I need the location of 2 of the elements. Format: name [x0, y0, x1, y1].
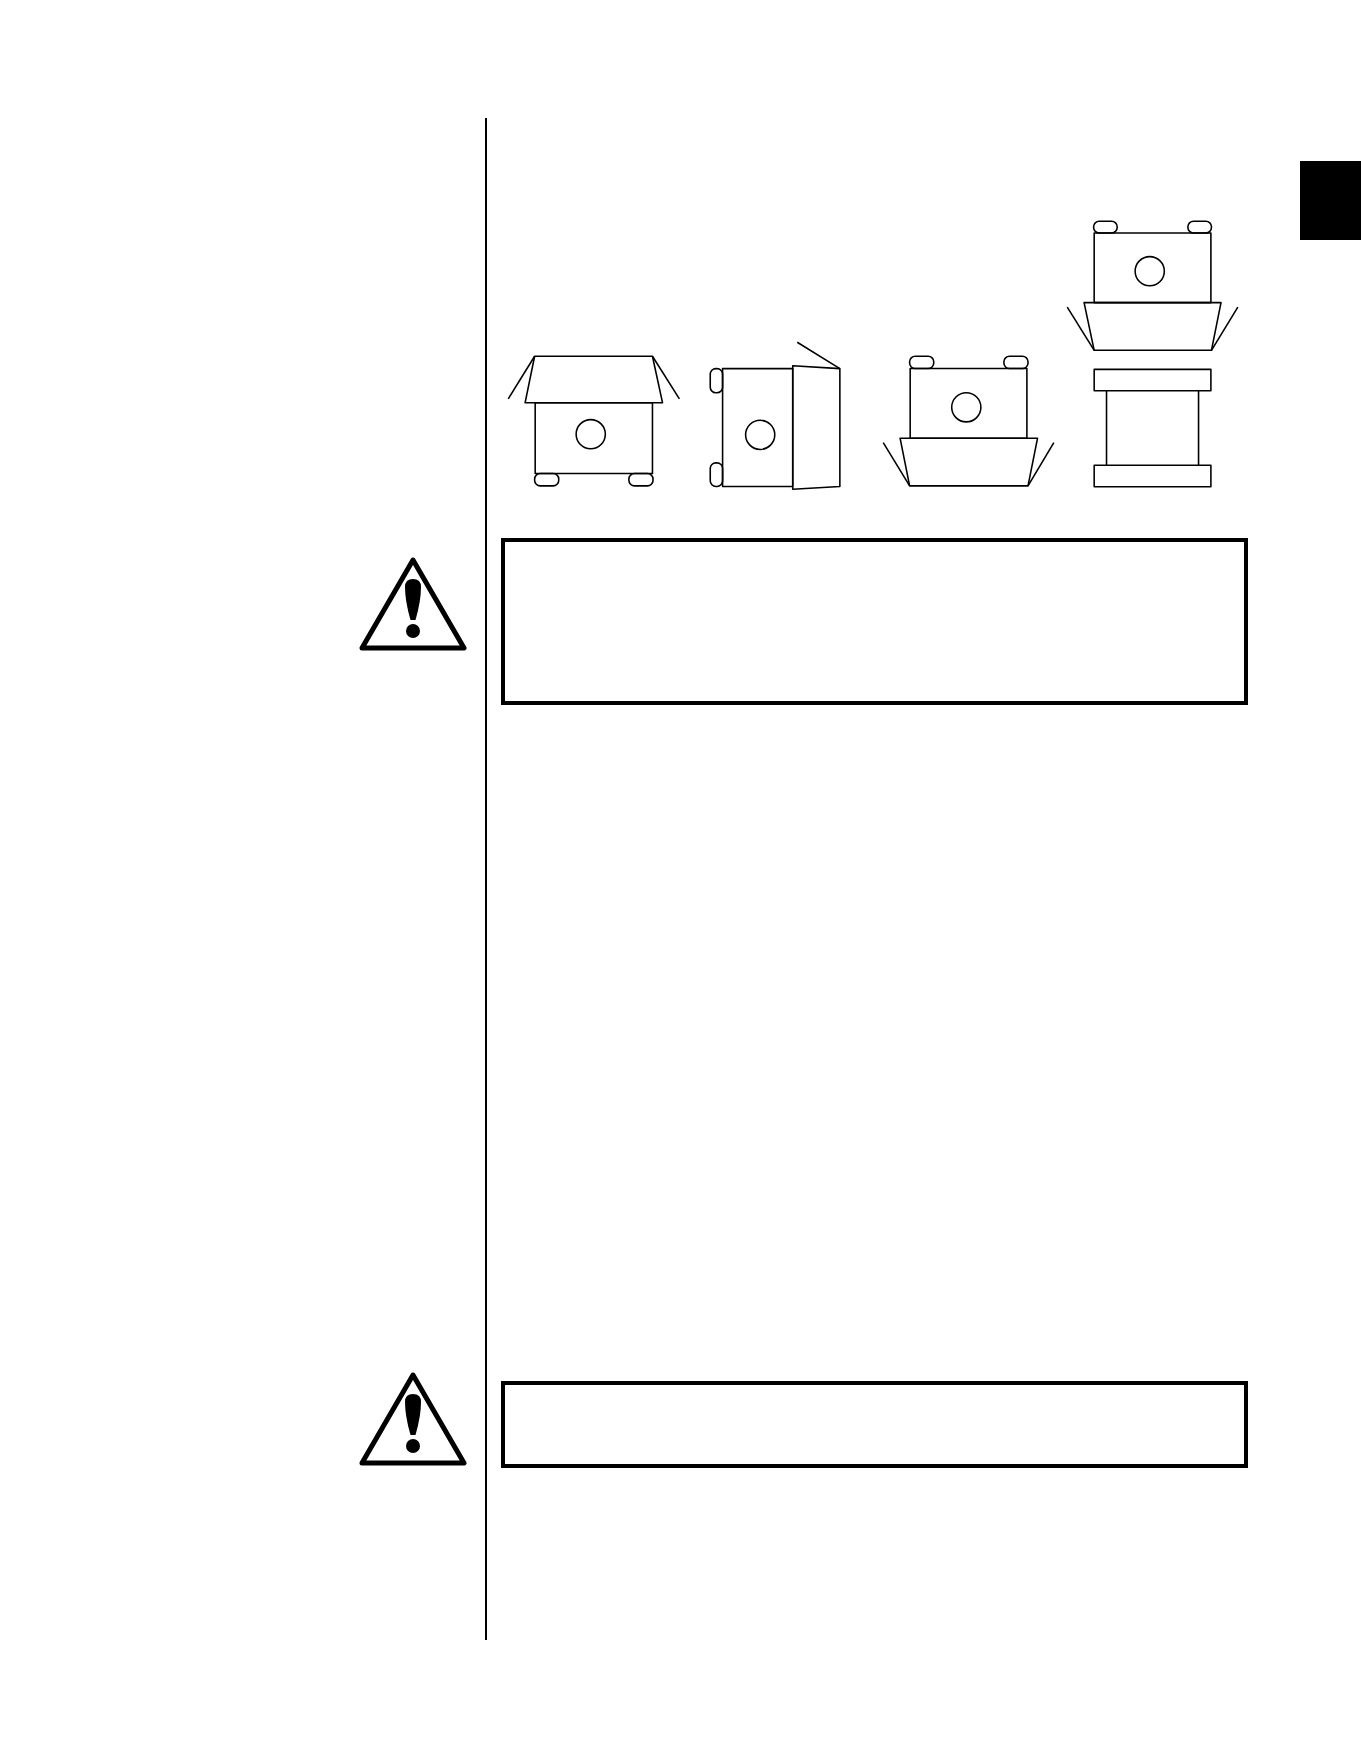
- warning-box: [501, 538, 1248, 705]
- warning-box: [501, 1381, 1248, 1468]
